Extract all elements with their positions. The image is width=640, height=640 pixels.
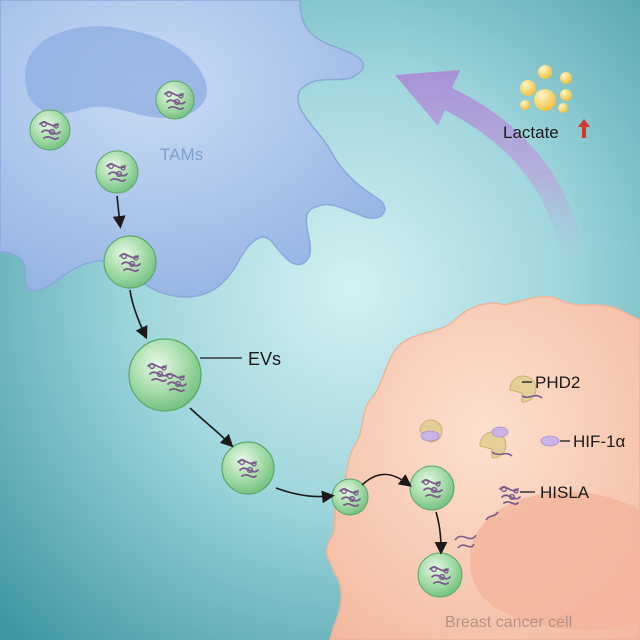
pathway-arrow [112,195,126,229]
vesicle [95,150,139,194]
lactate-droplets-icon [520,65,572,113]
vesicle [29,109,71,151]
vesicle [417,552,463,598]
vesicle [409,465,455,511]
hif1a-molecule [420,430,440,442]
breast-cancer-cell-label: Breast cancer cell [445,614,572,631]
hif1a-label: HIF-1α [573,432,626,451]
pathway-arrow [129,289,148,340]
lactate-label: Lactate [503,123,559,142]
pathway-arrow [275,487,335,504]
pathway-arrow [189,407,234,448]
hisla-rna [454,534,477,549]
hisla-label: HISLA [540,483,590,502]
pathway-arrow [361,473,412,487]
hif1a-molecule [540,435,560,447]
up-arrow-icon [578,119,590,138]
pathway-arrow [434,511,448,555]
vesicle [128,338,202,412]
big-curved-arrow [395,70,588,280]
evs-label: EVs [248,349,281,369]
vesicle [103,235,157,289]
phd2-molecule [479,431,513,459]
hisla-rna [485,485,521,521]
cancer-nucleus [470,491,640,631]
tams-label: TAMs [160,145,203,164]
hif1a-molecule [491,426,509,438]
pathway-arrows [112,195,448,555]
phd2-label: PHD2 [535,373,580,392]
vesicle [155,80,195,120]
vesicle [221,441,275,495]
